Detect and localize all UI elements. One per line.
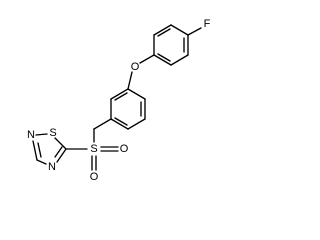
thiadiazole-ring: S N N [27,127,67,173]
ether-oxygen-label: O [131,61,140,73]
bond [153,54,172,66]
bond [36,159,47,165]
double-bond [157,28,171,37]
bond [32,140,38,161]
fluorine-label: F [204,18,211,30]
ring-nitrogen-1-label: N [27,129,35,141]
double-bond [114,117,128,126]
double-bond [54,146,63,158]
double-bond [157,53,171,62]
double-bond [114,92,128,101]
bond [170,54,189,66]
bond [127,88,146,100]
bond [54,137,67,150]
ring-sulfur-label: S [49,127,56,139]
bond [93,118,112,130]
sulfonyl-sulfur-label: S [90,143,97,155]
bond [153,24,172,36]
bond [56,148,67,163]
molecule-diagram: F O S O O S N N [27,18,211,183]
bond [127,118,146,130]
fluorophenyl-ring [153,24,189,66]
sulfonyl-oxygen-bottom-label: O [90,171,99,183]
bond [110,88,129,100]
bond [35,133,48,136]
bond [187,27,202,36]
double-bond [37,142,42,158]
sulfonyl-oxygen-right-label: O [120,143,129,155]
bond [127,71,133,90]
benzene-ring [110,88,146,130]
bond [139,54,155,64]
bond [110,118,129,130]
bond [170,24,189,36]
ring-nitrogen-2-label: N [48,161,56,173]
